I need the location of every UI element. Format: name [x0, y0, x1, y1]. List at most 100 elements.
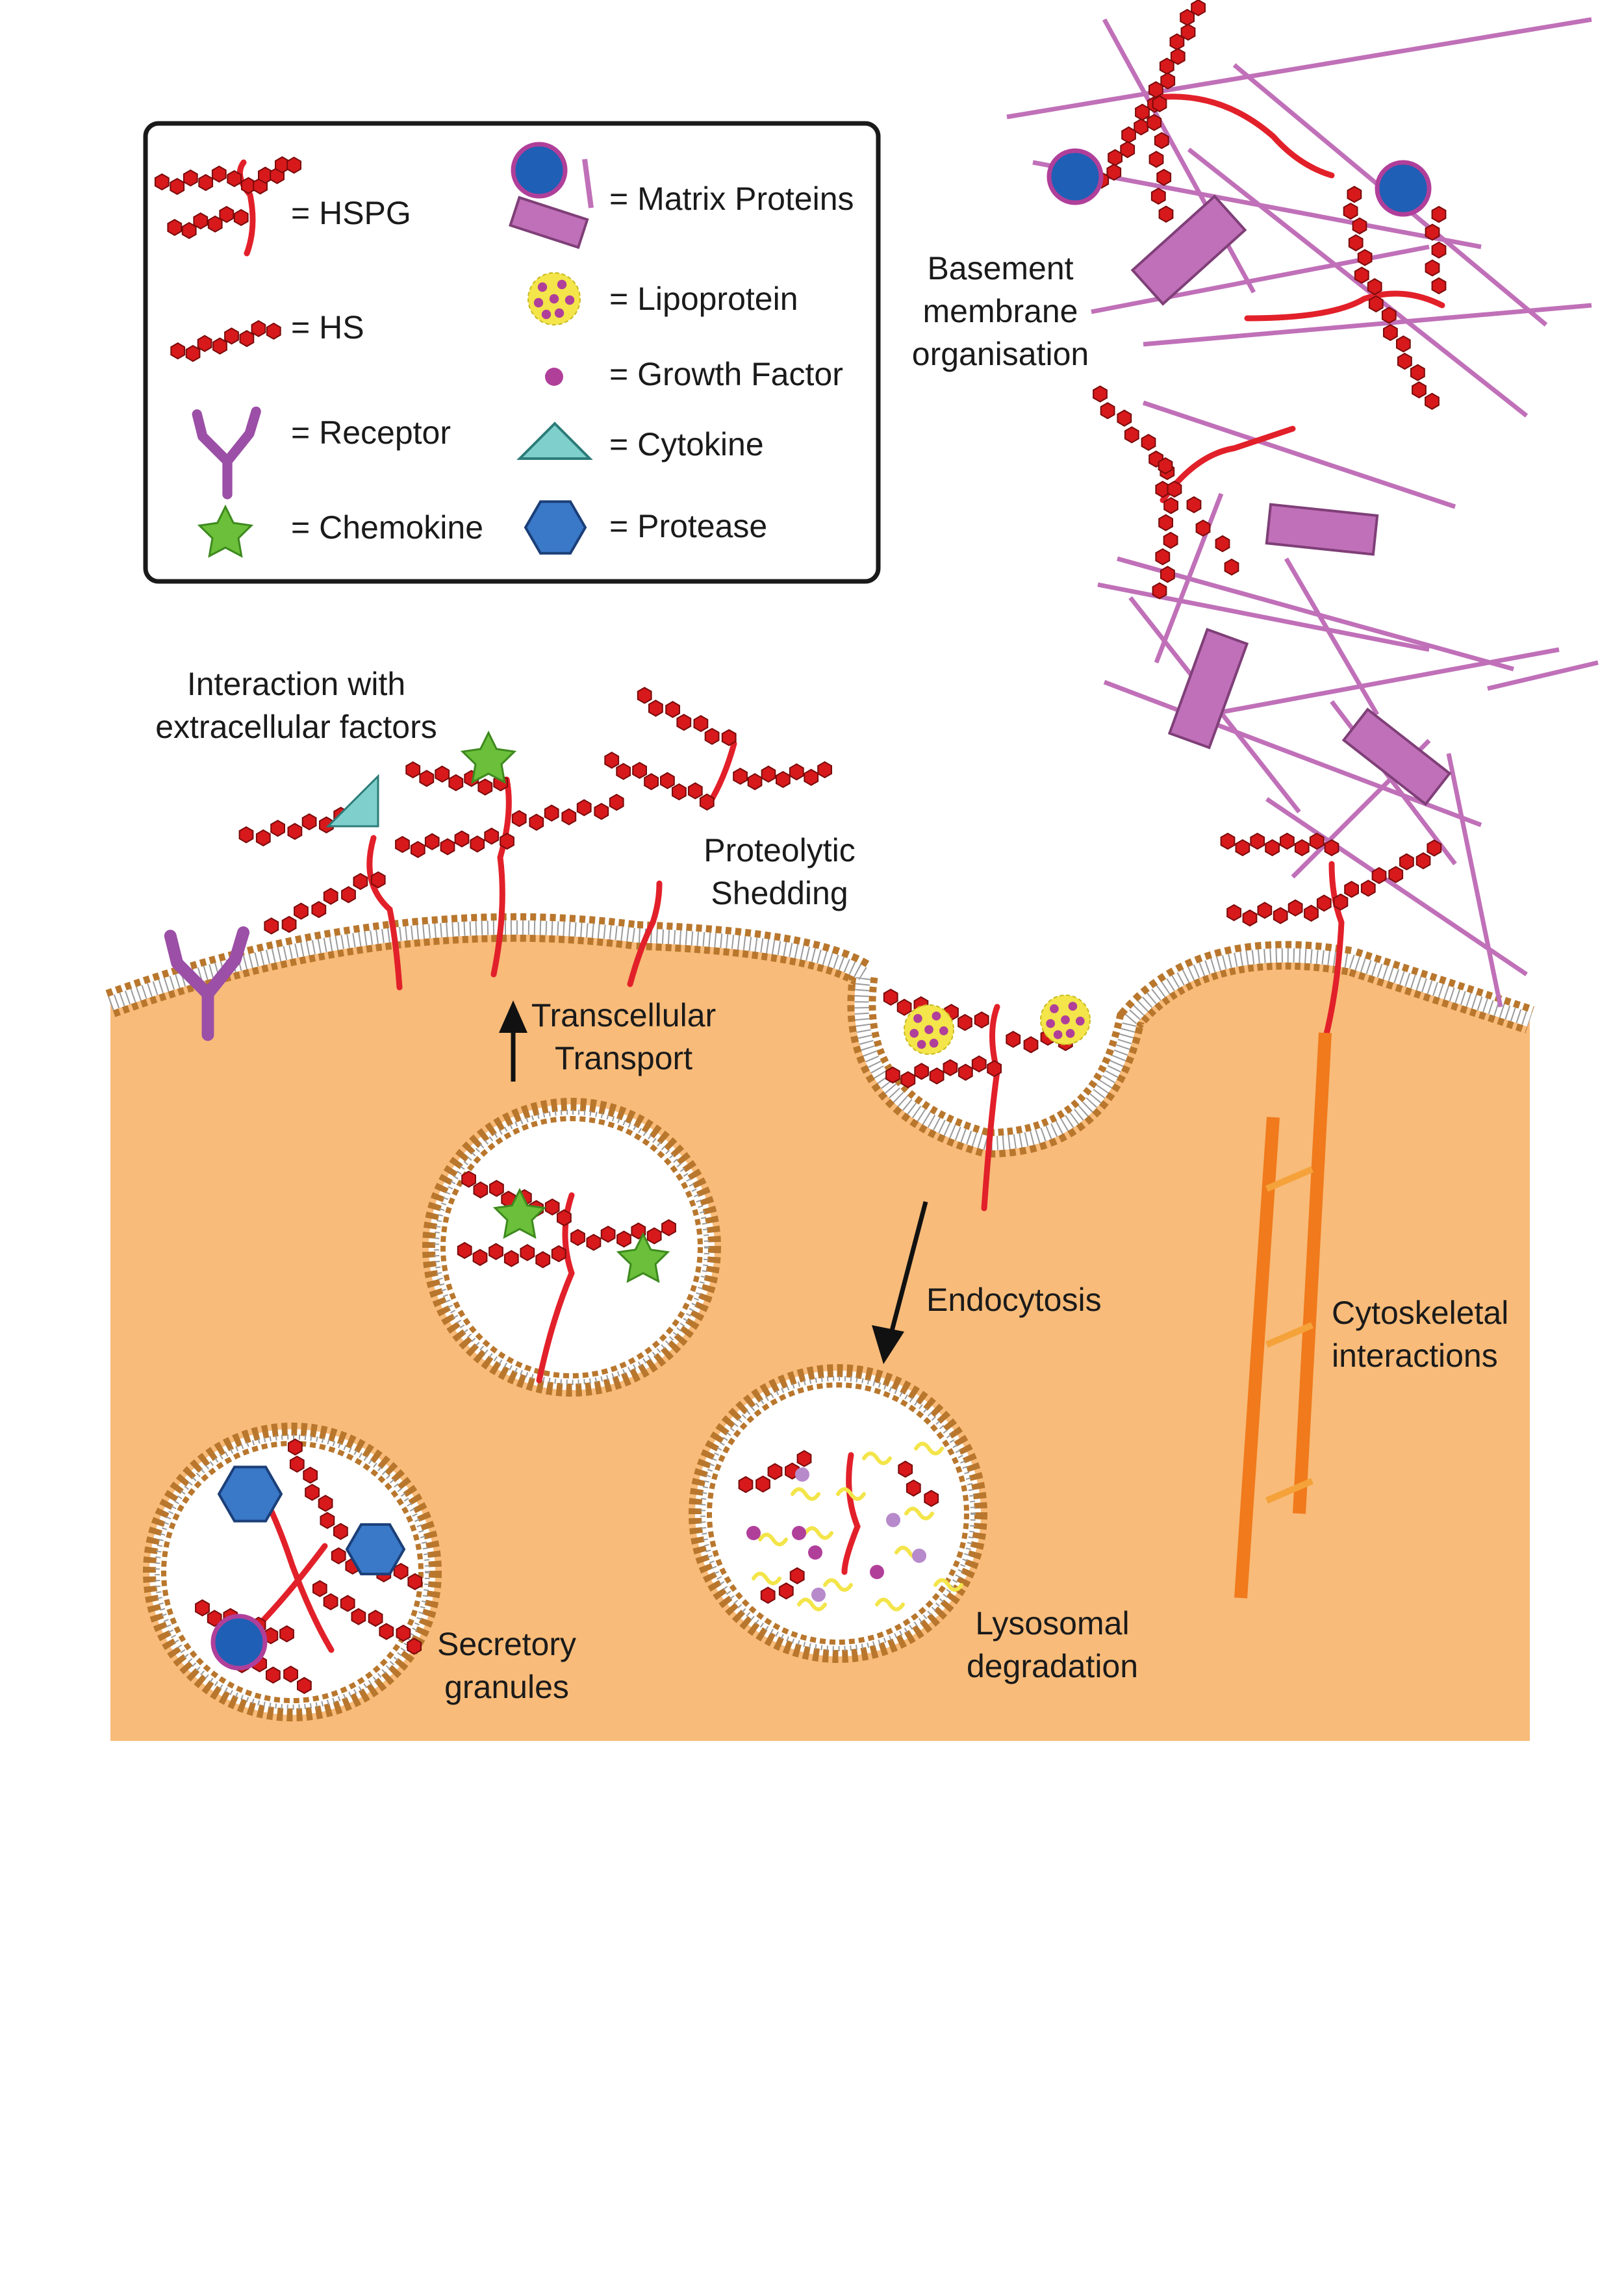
hs-bead [1191, 0, 1206, 17]
degraded-hs-piece [752, 1571, 781, 1586]
hs-bead [971, 1055, 987, 1073]
vesicle-hs-chain [570, 1219, 676, 1251]
hs-bead [693, 715, 709, 733]
hs-bead [943, 1059, 958, 1076]
hs-bead [351, 1608, 366, 1625]
degraded-hs-piece [904, 1506, 934, 1521]
degraded-protein [746, 1526, 761, 1540]
matrix-fibre [1091, 244, 1430, 314]
matrix-hspg-core [1153, 94, 1335, 179]
hs-bead [576, 799, 592, 817]
hs-bead [500, 832, 514, 850]
matrix-hs-chain [1147, 95, 1174, 223]
hs-bead [1250, 832, 1265, 850]
hs-bead [817, 761, 832, 779]
hs-bead [264, 917, 279, 935]
hs-bead [1106, 163, 1122, 181]
transcellular-arrow-head [499, 1000, 527, 1033]
degraded-hs-piece [791, 1487, 820, 1501]
matrix-fibre [1142, 400, 1456, 509]
lipoprotein-dot [1068, 1002, 1078, 1011]
hs-bead [1280, 832, 1295, 850]
hs-bead [1343, 202, 1358, 220]
matrix-hspg-core [1244, 290, 1445, 322]
hs-bead [1360, 880, 1376, 897]
hs-icon [170, 320, 281, 362]
hs-bead [1156, 168, 1172, 186]
hs-bead [1160, 72, 1176, 90]
matrix-fibre [1187, 147, 1529, 418]
granule-protease-icon [345, 1523, 406, 1576]
hs-bead [1224, 558, 1239, 576]
hs-bead [198, 173, 214, 192]
hs-bead [286, 157, 301, 174]
hs-bead [484, 828, 500, 845]
degraded-protein [912, 1549, 926, 1563]
hs-bead [661, 1219, 676, 1237]
hs-bead [924, 1489, 939, 1507]
matrix-fibre [1117, 556, 1514, 672]
hs-bead [1265, 839, 1280, 857]
hs-bead [804, 768, 819, 786]
hs-bead [660, 772, 675, 789]
vesicle-tails [434, 1109, 709, 1385]
hs-bead [227, 170, 242, 188]
hs-bead [353, 872, 368, 891]
extracellular-matrix [1006, 17, 1599, 1008]
hs-bead [1347, 186, 1362, 203]
hs-bead [1226, 904, 1241, 922]
hs-bead [407, 1638, 422, 1655]
hs-bead [1167, 480, 1182, 498]
hs-bead [266, 1666, 281, 1684]
hs-bead [297, 1677, 312, 1694]
cytoskeleton-ladder [1234, 1032, 1332, 1599]
hs-bead [529, 813, 544, 831]
shed-hs-chain [604, 752, 715, 811]
hs-bead [1368, 295, 1384, 312]
hs-bead [167, 218, 183, 236]
hs-bead [778, 1582, 794, 1600]
hs-bead [207, 1610, 222, 1627]
hs-bead [303, 1466, 318, 1484]
hs-bead [796, 1450, 812, 1467]
hs-bead [557, 1209, 572, 1226]
bound-cytokine-icon [325, 774, 379, 828]
lipoprotein-dot [554, 308, 565, 318]
hs-bead [1148, 151, 1164, 168]
lipoprotein-dot [565, 295, 575, 305]
hs-bead [896, 998, 912, 1016]
hs-bead [289, 1455, 305, 1473]
transcellular-line-2: Transport [554, 1040, 693, 1076]
hs-bead [789, 1567, 805, 1584]
hs-bead [251, 320, 266, 338]
hs-bead [604, 752, 620, 769]
membrane-core [108, 920, 1532, 1151]
legend-matrix-ball [511, 142, 568, 199]
lipoprotein-dot [1061, 1015, 1070, 1024]
legend-lipoprotein-label: = Lipoprotein [609, 281, 798, 317]
cytoskeletal-line-2: interactions [1332, 1337, 1498, 1374]
lipoprotein-dot [913, 1014, 922, 1023]
hs-bead [255, 829, 271, 847]
hs-bead [600, 1225, 616, 1243]
hs-bead [958, 1013, 972, 1032]
arrows [499, 1000, 928, 1364]
hs-bead [1152, 582, 1167, 600]
hs-bead [644, 773, 659, 791]
hs-bead [586, 1234, 602, 1251]
hs-bead [488, 1243, 503, 1260]
hs-bead [1120, 141, 1136, 158]
hs-bead [1158, 514, 1173, 531]
endocytosis-arrow-shaft [887, 1201, 928, 1339]
degraded-hs-piece [758, 1532, 788, 1547]
hs-bead [1354, 266, 1369, 284]
hs-bead [1425, 259, 1440, 277]
matrix-ball-icon [1375, 160, 1432, 217]
lipoprotein-dot [557, 279, 567, 290]
legend-frame [143, 121, 881, 584]
degraded-hs-piece [914, 1441, 944, 1456]
hs-bead [470, 835, 485, 853]
hs-bead [1147, 114, 1162, 131]
hs-bead [974, 1011, 989, 1029]
